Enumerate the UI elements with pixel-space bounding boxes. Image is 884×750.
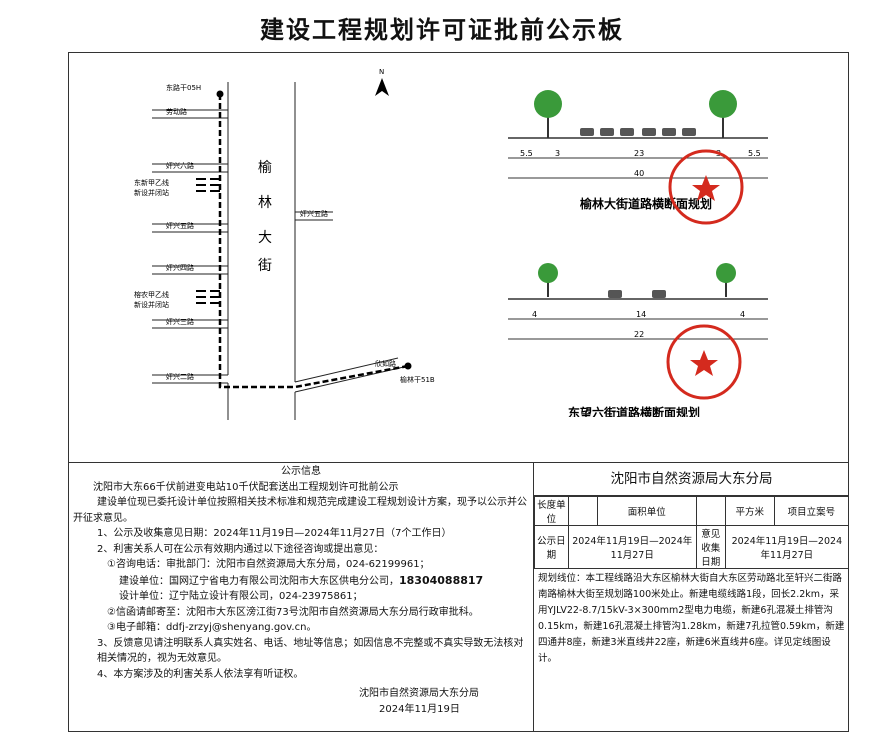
section-caption-2: 东望六街道路横断面规划 [568, 405, 700, 417]
label-substation2-b: 新设并闭站 [134, 300, 169, 309]
label-substation1-b: 新设并闭站 [134, 188, 169, 197]
panel-divider [533, 463, 534, 732]
road-name-4: 街 [258, 258, 272, 274]
cell-feedback-date: 2024年11月19日—2024年11月27日 [724, 525, 850, 569]
label-xinxing6: 奸兴六路 [166, 161, 194, 170]
cross-section-1: 5.5 3 23 3 5.5 40 榆林大街道路横断面规划 [508, 90, 768, 211]
dim-label: 5.5 [520, 149, 533, 158]
label-xinxing5: 奸兴五路 [166, 221, 194, 230]
dim-label: 3 [555, 149, 560, 158]
notice-mail: ②信函请邮寄至：沈阳市大东区滂江街73号沈阳市自然资源局大东分局行政审批科。 [107, 606, 479, 618]
info-panel: 沈阳市自然资源局大东分局 长度单位 面积单位 平方米 项目立案号 公示日期 20… [534, 463, 850, 732]
cell-area-square: 平方米 [724, 496, 775, 526]
label-right-road: 欣如路 [375, 359, 396, 368]
cell-length-value [567, 496, 598, 526]
label-laodong: 劳动路 [166, 107, 187, 116]
dim-label: 22 [634, 330, 644, 339]
cell-project-no: 项目立案号 [773, 496, 850, 526]
notice-intro: 建设单位现已委托设计单位按照相关技术标准和规范完成建设工程规划设计方案，现予以公… [73, 497, 527, 524]
dim-label: 23 [634, 149, 644, 158]
substation-symbol [196, 178, 220, 304]
svg-text:N: N [379, 68, 384, 76]
label-xinxing4: 奸兴四路 [166, 263, 194, 272]
notice-consult: ①咨询电话：审批部门：沈阳市自然资源局大东分局，024-62199961； [107, 559, 430, 570]
cross-section-2: 4 14 4 22 东望六街道路横断面规划 [508, 263, 768, 417]
dim-label: 4 [532, 310, 537, 319]
label-top-left: 东路干05H [166, 83, 201, 92]
notice-item3: 3、反馈意见请注明联系人真实姓名、电话、地址等信息；如因信息不完整或不真实导致无… [97, 637, 524, 665]
dim-label: 5.5 [748, 149, 761, 158]
notice-subtitle: 沈阳市大东66千伏前进变电站10千伏配套送出工程规划许可批前公示 [93, 481, 399, 493]
notice-sign-org: 沈阳市自然资源局大东分局 [359, 688, 479, 699]
notice-builder: 建设单位：国网辽宁省电力有限公司沈阳市大东区供电分公司，18304088817 [119, 573, 484, 587]
road-name-1: 榆 [258, 160, 272, 176]
notice-item2: 2、利害关系人可在公示有效期内通过以下途径咨询或提出意见： [97, 543, 384, 555]
board-frame [68, 52, 849, 732]
panel-org: 沈阳市自然资源局大东分局 [534, 463, 849, 496]
official-seal [666, 324, 742, 400]
notice-designer: 设计单位：辽宁陆立设计有限公司，024-23975861； [119, 591, 363, 602]
notice-item4: 4、本方案涉及的利害关系人依法享有听证权。 [97, 668, 304, 680]
tree-icon [716, 263, 736, 297]
cell-feedback-label: 意见收集日期 [695, 525, 726, 569]
site-plan: N 东路干05H 劳动路 奸兴六路 东新甲乙线 新设并闭站 奸兴五路 奸兴五路 … [134, 68, 435, 420]
notice-item1: 1、公示及收集意见日期：2024年11月19日—2024年11月27日（7个工作… [97, 528, 452, 539]
notice-header: 公示信息 [281, 466, 321, 477]
label-substation1-a: 东新甲乙线 [134, 178, 169, 187]
project-description: 规划线位：本工程线路沿大东区榆林大街自大东区劳动路北至轩兴二街路南路榆林大街至规… [538, 573, 845, 664]
notice-email: ③电子邮箱：ddfj-zrzyj@shenyang.gov.cn。 [107, 622, 317, 633]
page-title: 建设工程规划许可证批前公示板 [260, 15, 624, 44]
tree-icon [709, 90, 737, 138]
tree-icon [538, 263, 558, 297]
road-name-2: 林 [258, 195, 272, 211]
tree-icon [534, 90, 562, 138]
official-seal [668, 149, 744, 225]
dim-label: 40 [634, 169, 644, 178]
section-caption-1: 榆林大街道路横断面规划 [580, 196, 712, 211]
road-name-3: 大 [258, 230, 272, 246]
road-lines [152, 82, 409, 420]
label-xinxing5-right: 奸兴五路 [300, 209, 328, 218]
label-endpoint: 榆林干51B [400, 375, 435, 384]
label-substation2-a: 榕农甲乙线 [134, 290, 169, 299]
label-xinxing3: 奸兴三路 [166, 317, 194, 326]
north-arrow-icon: N [375, 68, 389, 96]
notice-panel: 公示信息 沈阳市大东66千伏前进变电站10千伏配套送出工程规划许可批前公示 建设… [69, 463, 533, 732]
dim-label: 14 [636, 310, 646, 319]
cell-area-value [695, 496, 726, 526]
label-xinxing2: 奸兴二路 [166, 372, 194, 381]
cell-notice-date: 2024年11月19日—2024年11月27日 [567, 525, 697, 569]
dim-label: 4 [740, 310, 745, 319]
notice-sign-date: 2024年11月19日 [379, 703, 460, 715]
info-table: 长度单位 面积单位 平方米 项目立案号 公示日期 2024年11月19日—202… [534, 496, 850, 569]
drawing-area: N 东路干05H 劳动路 奸兴六路 东新甲乙线 新设并闭站 奸兴五路 奸兴五路 … [68, 52, 849, 463]
cell-notice-date-label: 公示日期 [534, 525, 569, 569]
builder-phone: 18304088817 [399, 573, 484, 587]
route-line [218, 94, 409, 389]
cell-length-unit: 长度单位 [534, 496, 569, 526]
cell-area-unit: 面积单位 [596, 496, 697, 526]
